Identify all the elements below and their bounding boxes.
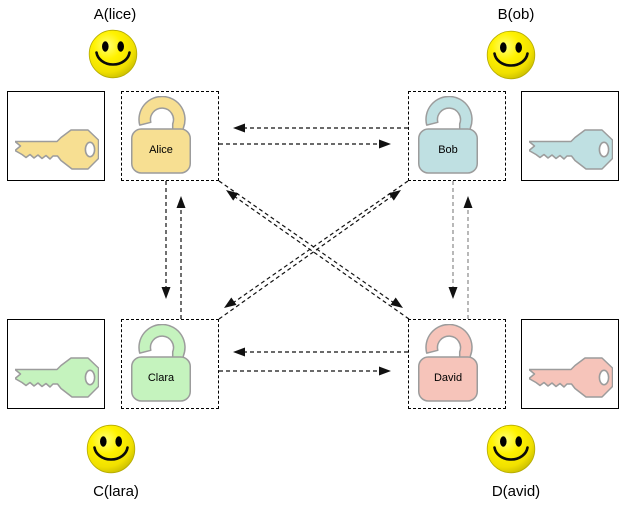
bob-name-label: B(ob)	[497, 6, 535, 23]
arrow-clara-to-bob	[218, 190, 401, 320]
david-name-label: D(avid)	[491, 483, 541, 500]
david-open-padlock-icon	[418, 324, 478, 402]
arrow-bob-to-alice	[233, 123, 408, 133]
clara-name-label: C(lara)	[93, 483, 139, 500]
bob-key-box	[521, 91, 619, 181]
bob-lock-label: Bob	[438, 144, 458, 156]
alice-lock-box: Alice	[121, 91, 219, 181]
alice-name-label: A(lice)	[93, 6, 137, 23]
arrow-david-to-alice	[226, 190, 410, 320]
david-key-box	[521, 319, 619, 409]
bob-lock-box: Bob	[408, 91, 506, 181]
alice-key-box	[7, 91, 105, 181]
arrow-david-to-bob	[463, 196, 473, 319]
arrow-david-to-clara	[233, 347, 408, 357]
clara-smiley-face-icon	[86, 424, 136, 474]
arrow-clara-to-david	[219, 366, 391, 376]
alice-open-padlock-icon	[131, 96, 191, 174]
david-smiley-face-icon	[486, 424, 536, 474]
arrow-alice-to-bob	[219, 139, 391, 149]
arrow-clara-to-alice	[176, 196, 186, 319]
arrow-alice-to-david	[218, 180, 403, 308]
arrow-alice-to-clara	[161, 181, 171, 299]
alice-key-icon	[15, 129, 99, 171]
arrow-bob-to-david	[448, 181, 458, 299]
david-lock-label: David	[433, 372, 463, 384]
alice-smiley-face-icon	[88, 29, 138, 79]
bob-smiley-face-icon	[486, 30, 536, 80]
david-key-icon	[529, 357, 613, 399]
david-lock-box: David	[408, 319, 506, 409]
arrow-bob-to-clara	[224, 180, 409, 308]
alice-lock-label: Alice	[149, 144, 173, 156]
clara-key-box	[7, 319, 105, 409]
bob-key-icon	[529, 129, 613, 171]
clara-lock-label: Clara	[147, 372, 175, 384]
bob-open-padlock-icon	[418, 96, 478, 174]
clara-key-icon	[15, 357, 99, 399]
clara-open-padlock-icon	[131, 324, 191, 402]
clara-lock-box: Clara	[121, 319, 219, 409]
